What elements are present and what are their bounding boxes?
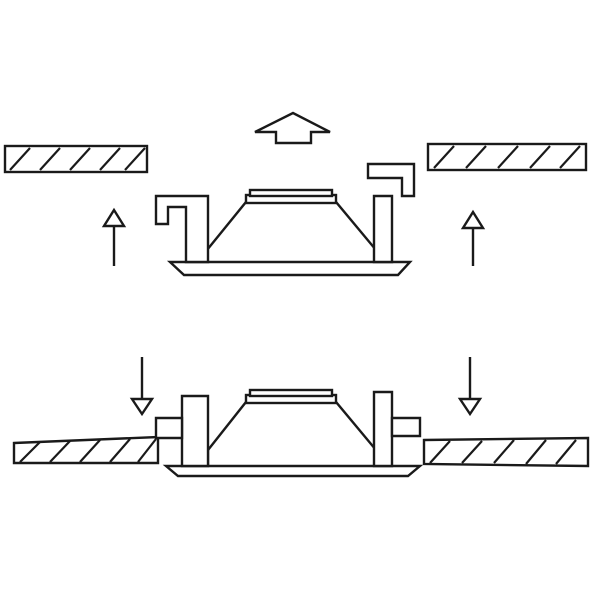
downlight-fixture [166, 188, 413, 277]
downlight-fixture-installed [162, 388, 424, 478]
arrow-down-right-icon [457, 357, 483, 417]
before-installation-panel [3, 111, 588, 277]
arrow-down-left-icon [129, 357, 155, 417]
ceiling-panel-right [426, 142, 588, 172]
arrow-up-left-icon [101, 207, 127, 266]
arrow-up-right-icon [460, 209, 486, 266]
ceiling-board [12, 435, 590, 468]
spring-clip-right-raised [366, 162, 416, 264]
ceiling-panel-left [3, 144, 149, 174]
spring-clip-left [154, 394, 210, 468]
spring-clip-left [154, 194, 210, 264]
after-installation-panel [12, 357, 590, 478]
arrow-up-center-outline-icon [254, 111, 331, 145]
spring-clip-right [372, 390, 422, 468]
